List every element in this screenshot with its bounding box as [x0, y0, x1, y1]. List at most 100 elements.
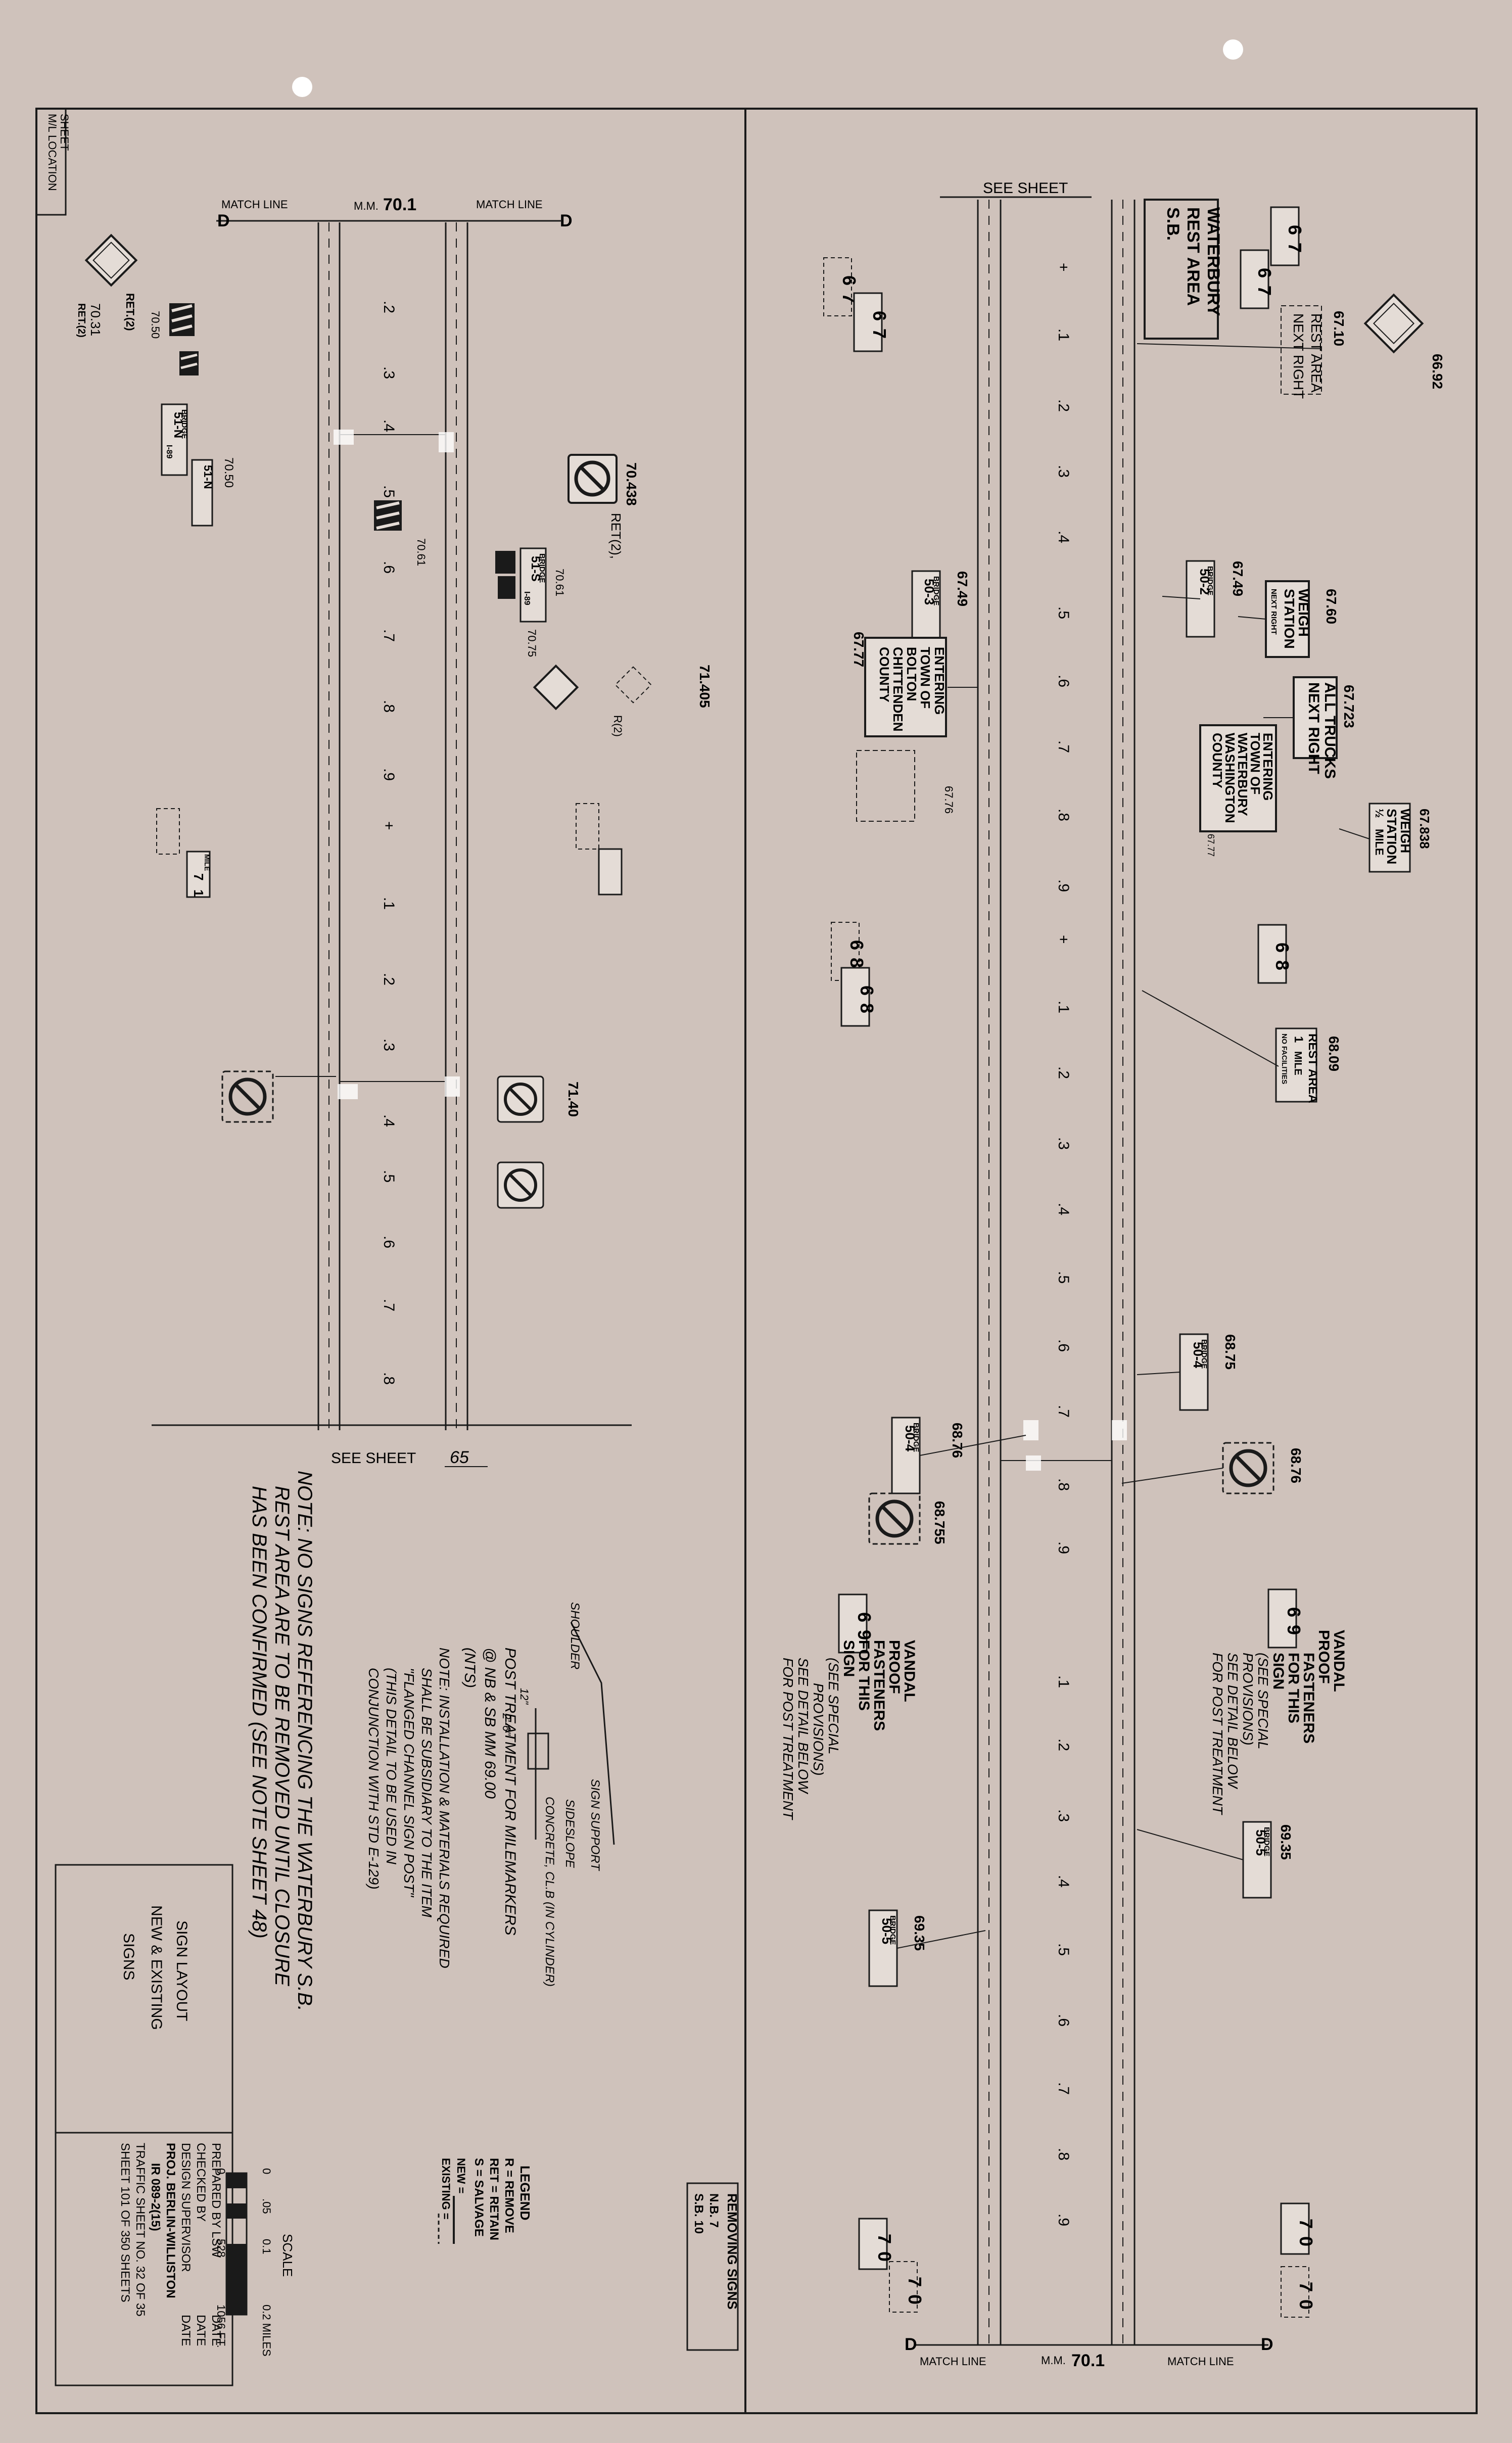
svg-text:SHEET: SHEET	[58, 114, 71, 151]
no-u-turn-sign	[868, 1442, 1274, 1545]
svg-text:FASTENERS: FASTENERS	[1300, 1653, 1317, 1744]
svg-text:FOR THIS: FOR THIS	[856, 1640, 872, 1711]
svg-text:PROVISIONS): PROVISIONS)	[1240, 1653, 1256, 1746]
svg-text:.6: .6	[1055, 2014, 1072, 2027]
svg-text:N.B. 7: N.B. 7	[707, 2193, 721, 2228]
right-panel: SEE SHEET D D MATCH LINE MATCH LINE M.M.…	[780, 180, 1445, 2370]
svg-text:PROOF: PROOF	[886, 1640, 903, 1694]
svg-text:.6: .6	[1055, 675, 1072, 687]
svg-text:S.B. 10: S.B. 10	[692, 2193, 705, 2234]
bridge-sign-50-4: BRIDGE 50-4	[891, 1417, 921, 1494]
closure-note: NOTE: NO SIGNS REFERENCING THE WATERBURY…	[248, 1471, 316, 2011]
svg-text:NEXT RIGHT: NEXT RIGHT	[1305, 682, 1322, 774]
station-tick: .2	[381, 973, 397, 985]
svg-text:MILE: MILE	[1292, 1051, 1303, 1075]
svg-text:REMOVING SIGNS: REMOVING SIGNS	[725, 2193, 740, 2310]
svg-text:BRIDGE: BRIDGE	[912, 1423, 920, 1452]
svg-text:2'-6": 2'-6"	[500, 1713, 513, 1736]
svg-text:I-89: I-89	[523, 591, 531, 605]
mile-marker-71: MILE 7 1	[156, 803, 623, 898]
svg-text:51-S: 51-S	[529, 556, 542, 582]
location-box: M/L LOCATION SHEET	[35, 108, 71, 216]
svg-text:(SEE SPECIAL: (SEE SPECIAL	[826, 1658, 841, 1754]
svg-text:.9: .9	[1055, 2214, 1072, 2226]
svg-text:FOR POST TREATMENT: FOR POST TREATMENT	[780, 1658, 796, 1820]
punch-hole	[292, 77, 312, 97]
rest-area-one-mile-sign: REST AREA 1 MILE NO FACILITIES	[1275, 1027, 1319, 1103]
station-tick: .9	[381, 768, 397, 781]
entering-bolton-sign: ENTERING TOWN OF BOLTON CHITTENDEN COUNT…	[856, 637, 947, 822]
svg-text:WEIGH: WEIGH	[1398, 809, 1413, 853]
svg-text:.4: .4	[1055, 1875, 1072, 1888]
svg-text:50-5: 50-5	[879, 1918, 894, 1944]
svg-text:70.31: 70.31	[88, 303, 103, 336]
svg-text:@ NB & SB MM 69.00: @ NB & SB MM 69.00	[482, 1648, 498, 1799]
svg-text:NOTE: INSTALLATION & MATERIALS: NOTE: INSTALLATION & MATERIALS REQUIRED	[437, 1648, 452, 1968]
svg-text:68.75: 68.75	[1222, 1334, 1238, 1370]
svg-text:COUNTY: COUNTY	[1210, 733, 1225, 788]
station-tick: .3	[381, 366, 397, 379]
svg-text:REST AREA: REST AREA	[1306, 1033, 1319, 1103]
station-tick: .1	[381, 897, 397, 910]
svg-text:SEE DETAIL BELOW: SEE DETAIL BELOW	[1225, 1653, 1241, 1790]
matchline-letter: D	[560, 211, 573, 230]
svg-text:50-4: 50-4	[903, 1425, 918, 1452]
svg-text:7: 7	[869, 328, 890, 339]
vandal-proof-note: VANDAL PROOF FASTENERS FOR THIS SIGN (SE…	[1210, 1630, 1347, 1815]
station-tick: .7	[381, 629, 397, 642]
svg-text:BRIDGE: BRIDGE	[1200, 1339, 1208, 1369]
svg-text:CONJUNCTION WITH STD E-129): CONJUNCTION WITH STD E-129)	[366, 1668, 382, 1890]
svg-text:6: 6	[1254, 268, 1275, 278]
svg-text:R = REMOVE: R = REMOVE	[502, 2158, 516, 2233]
svg-text:SHEET 101 OF 350 SHEETS: SHEET 101 OF 350 SHEETS	[118, 2143, 132, 2303]
bridge-sign-50-2: BRIDGE 50-2	[1186, 560, 1215, 638]
svg-text:67.49: 67.49	[955, 571, 970, 606]
station-tick: .8	[381, 700, 397, 713]
svg-text:CHITTENDEN: CHITTENDEN	[890, 647, 906, 732]
svg-text:SCALE: SCALE	[280, 2234, 295, 2277]
svg-text:6: 6	[854, 1612, 875, 1622]
svg-text:NEW =: NEW =	[455, 2158, 467, 2193]
station-tick: .4	[381, 1114, 397, 1127]
station-tick: .4	[381, 419, 397, 432]
mile-marker-69: 6 9 6 9	[838, 1588, 1304, 1654]
scale-bar: SCALE 0 .05 0.1 0.2 MILES 0 528 1056 FT.	[215, 2168, 295, 2357]
svg-text:67.60: 67.60	[1324, 589, 1339, 624]
svg-text:6: 6	[839, 275, 860, 286]
mile-marker-70: 7 0 7 0 7 0 7 0	[858, 2202, 1316, 2318]
svg-text:RET.(2): RET.(2)	[76, 303, 87, 338]
bridge-sign-50-3: BRIDGE 50-3	[911, 570, 941, 648]
svg-text:69.35: 69.35	[912, 1915, 927, 1951]
svg-text:ALL TRUCKS: ALL TRUCKS	[1321, 682, 1338, 779]
object-marker-sign	[374, 500, 515, 599]
svg-text:.8: .8	[1055, 809, 1072, 821]
svg-text:S = SALVAGE: S = SALVAGE	[472, 2158, 486, 2237]
svg-text:.5: .5	[1055, 1271, 1072, 1284]
svg-text:DATE: DATE	[209, 2315, 223, 2346]
svg-text:FOR THIS: FOR THIS	[1285, 1653, 1302, 1723]
mm-prefix: M.M.	[1041, 2354, 1066, 2367]
svg-text:REST AREA: REST AREA	[1184, 207, 1203, 306]
svg-text:7: 7	[905, 2277, 925, 2287]
svg-text:67.10: 67.10	[1331, 311, 1347, 346]
svg-text:6: 6	[1285, 225, 1305, 235]
svg-text:BRIDGE: BRIDGE	[1262, 1827, 1271, 1856]
svg-text:7: 7	[874, 2234, 895, 2244]
svg-text:0.2 MILES: 0.2 MILES	[260, 2305, 273, 2357]
svg-text:1: 1	[1292, 1036, 1305, 1043]
svg-text:BRIDGE: BRIDGE	[1206, 566, 1214, 595]
svg-text:70.75: 70.75	[526, 629, 538, 657]
svg-text:VANDAL: VANDAL	[901, 1640, 918, 1702]
left-panel: D D MATCH LINE MATCH LINE M.M. 70.1 .2 .…	[76, 195, 713, 1467]
svg-text:ENTERING: ENTERING	[1260, 733, 1275, 801]
svg-text:TOWN OF: TOWN OF	[918, 647, 933, 709]
svg-text:.5: .5	[1055, 606, 1072, 619]
svg-text:SEE DETAIL BELOW: SEE DETAIL BELOW	[795, 1658, 811, 1795]
svg-text:HAS BEEN CONFIRMED (SEE NOTE S: HAS BEEN CONFIRMED (SEE NOTE SHEET 48)	[248, 1486, 270, 1939]
svg-text:6: 6	[1284, 1607, 1304, 1617]
svg-text:.2: .2	[1055, 1066, 1072, 1079]
svg-text:.2: .2	[1055, 1739, 1072, 1751]
removing-signs-box: REMOVING SIGNS N.B. 7 S.B. 10	[686, 2182, 740, 2351]
matchline-letter: D	[1261, 2335, 1273, 2354]
svg-text:0: 0	[215, 2168, 227, 2174]
